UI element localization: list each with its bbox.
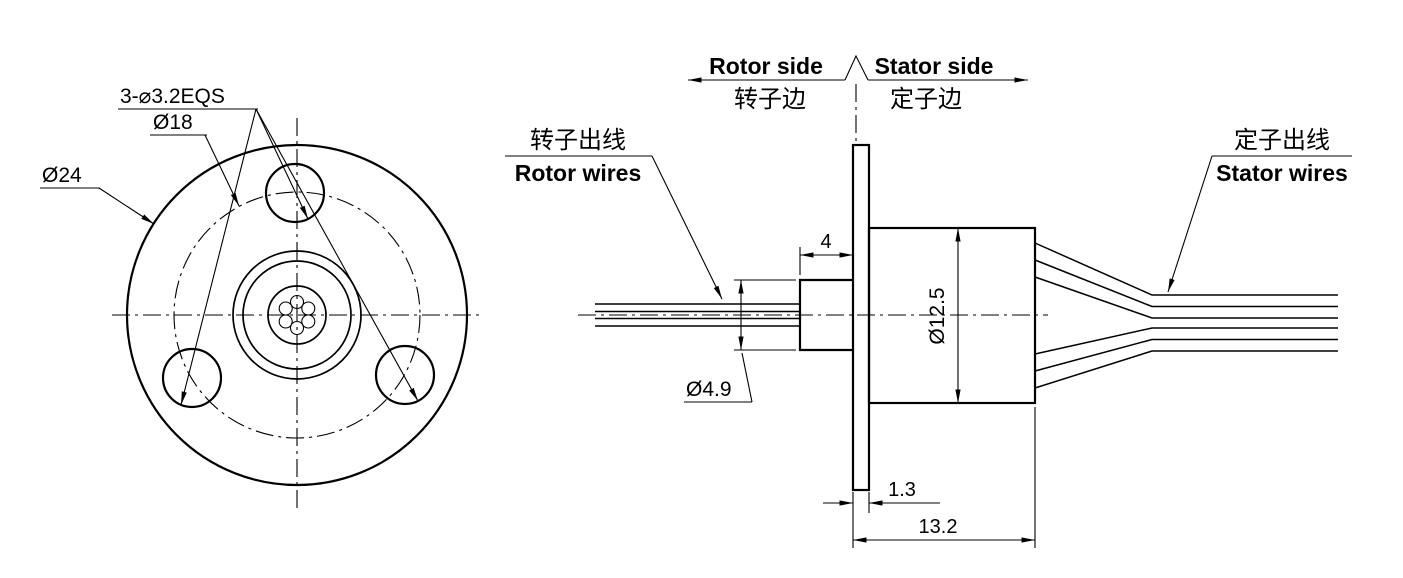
front-view: 3-⌀3.2EQS Ø18 Ø24 — [40, 85, 482, 512]
side-view: 4 Ø4.9 Ø12.5 1.3 13.2 — [505, 127, 1352, 548]
dim-shaft-diameter-label: Ø4.9 — [686, 378, 732, 401]
divider-caret — [844, 54, 869, 81]
dim-body-diameter: Ø12.5 — [926, 228, 961, 403]
outer-flange-circle — [125, 143, 469, 487]
dim-shaft-diameter: Ø4.9 — [684, 279, 796, 403]
rotor-wires-callout: 转子出线 Rotor wires — [505, 127, 723, 300]
stator-wires-label-en: Stator wires — [1216, 160, 1348, 186]
stator-side-label-en: Stator side — [875, 53, 994, 79]
bolt-hole-top — [264, 162, 326, 224]
hub-outer-circle — [232, 250, 362, 380]
bolt-holes-dimension-label: 3-⌀3.2EQS — [120, 85, 225, 108]
hub-inner-circle — [242, 260, 352, 370]
dim-shaft-length-label: 4 — [820, 231, 831, 253]
rotor-wires-label-zh: 转子出线 — [530, 127, 626, 154]
dim-body-diameter-label: Ø12.5 — [926, 287, 949, 344]
flange-plate — [851, 143, 871, 492]
stator-wires — [1034, 242, 1338, 389]
shaft-circle — [267, 285, 327, 345]
bolt-hole-lower-right — [374, 344, 436, 406]
rotor-shaft — [798, 278, 853, 352]
front-leader-lines — [40, 108, 419, 406]
rotor-side-label-en: Rotor side — [709, 53, 823, 79]
stator-side-label-zh: 定子边 — [890, 86, 962, 113]
dim-total-length: 13.2 — [853, 407, 1036, 548]
dim-shaft-length: 4 — [799, 231, 853, 275]
stator-wires-callout: 定子出线 Stator wires — [1167, 127, 1352, 293]
wire-holes — [278, 294, 316, 336]
rotor-wires — [595, 303, 800, 327]
rotor-side-label-zh: 转子边 — [734, 86, 806, 113]
outer-diameter-label: Ø24 — [42, 164, 82, 187]
slip-ring-body — [867, 226, 1037, 405]
dim-flange-thickness-label: 1.3 — [888, 479, 916, 501]
side-header: Rotor side Stator side 转子边 定子边 — [688, 53, 1028, 146]
bolt-circle — [173, 191, 421, 439]
dim-total-length-label: 13.2 — [919, 516, 958, 538]
stator-wires-label-zh: 定子出线 — [1234, 127, 1330, 154]
rotor-wires-label-en: Rotor wires — [515, 160, 642, 186]
bolt-circle-dimension-label: Ø18 — [153, 111, 193, 134]
bolt-hole-lower-left — [161, 347, 223, 409]
